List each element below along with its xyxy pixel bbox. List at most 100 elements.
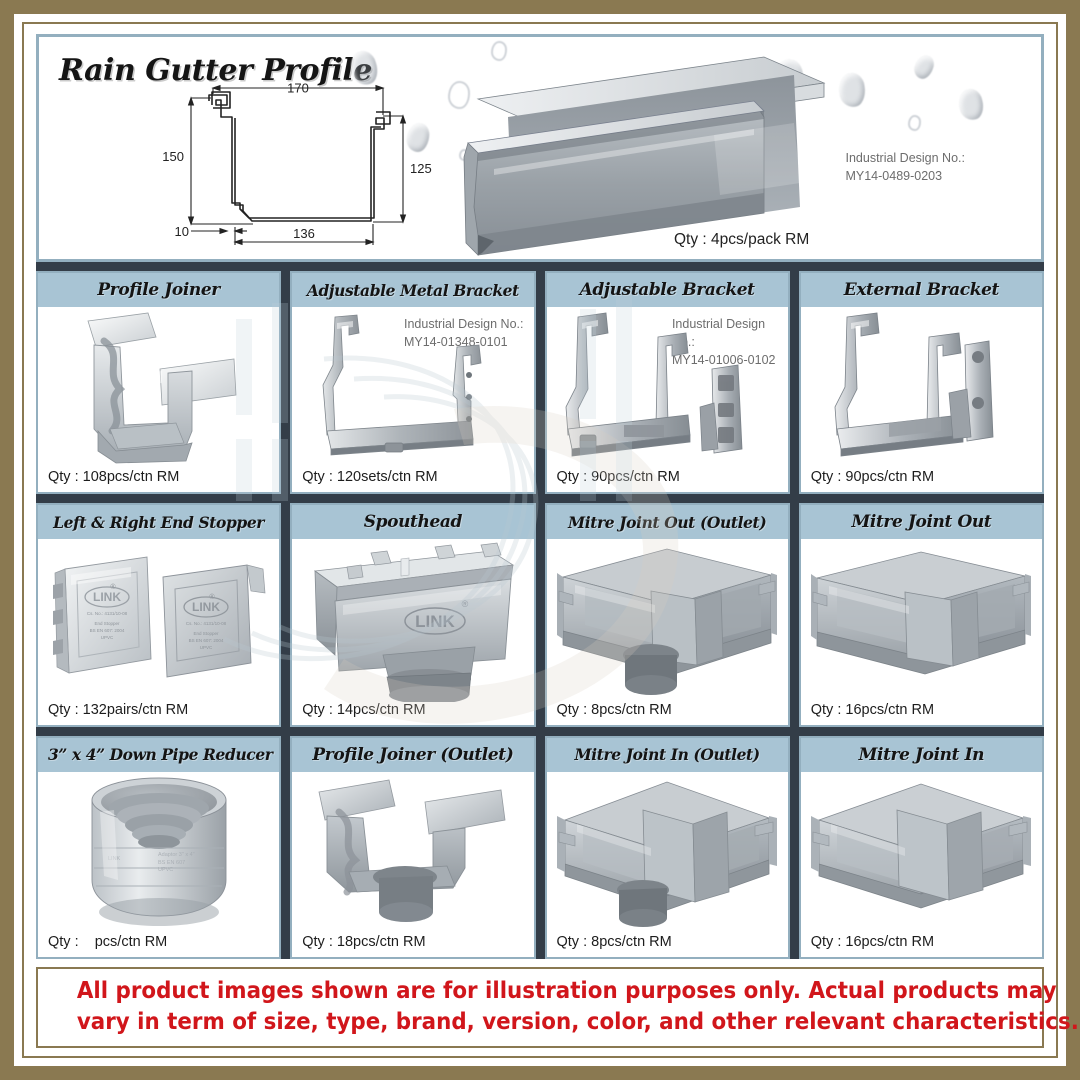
svg-text:LINK: LINK xyxy=(93,590,121,604)
svg-text:10: 10 xyxy=(175,224,189,239)
card-title: Left & Right End Stopper xyxy=(53,512,265,532)
card-header: Adjustable Bracket xyxy=(546,273,788,307)
water-droplet-icon xyxy=(448,81,470,109)
card-qty: Qty : 120sets/ctn RM xyxy=(302,469,438,486)
card-header: Mitre Joint Out xyxy=(800,505,1042,540)
card-header: Profile Joiner (Outlet) xyxy=(292,737,534,772)
column-separator xyxy=(789,271,799,495)
card-idno-label: Industrial Design No.: xyxy=(403,317,524,331)
product-card-end-stopper[interactable]: Left & Right End Stopper xyxy=(36,503,282,727)
product-image-metal-bracket xyxy=(292,307,533,469)
card-body xyxy=(547,772,788,934)
water-droplet-icon xyxy=(836,71,868,109)
product-card-profile-joiner-outlet[interactable]: Profile Joiner (Outlet) xyxy=(290,735,536,960)
product-image-pipe-reducer: LINK Adaptor 3" x 4" BS EN 607 UPVC xyxy=(38,772,279,934)
card-qty: Qty : 16pcs/ctn RM xyxy=(810,701,935,718)
product-card-mitre-joint-in-outlet[interactable]: Mitre Joint In (Outlet) xyxy=(544,735,790,960)
product-card-profile-joiner[interactable]: Profile Joiner xyxy=(36,271,282,495)
product-card-mitre-joint-in[interactable]: Mitre Joint In xyxy=(798,735,1044,960)
card-header: Mitre Joint Out (Outlet) xyxy=(546,505,788,540)
water-droplet-icon xyxy=(955,86,987,123)
row-separator-band xyxy=(36,494,1044,504)
column-separator xyxy=(281,735,291,960)
column-separator xyxy=(281,271,291,495)
product-image-adjustable-bracket xyxy=(547,307,788,469)
card-qty: Qty : pcs/ctn RM xyxy=(48,934,168,951)
svg-text:UPVC: UPVC xyxy=(101,635,114,640)
svg-text:125: 125 xyxy=(410,161,432,176)
card-qty: Qty : 8pcs/ctn RM xyxy=(556,934,672,951)
product-row-2: Left & Right End Stopper xyxy=(36,503,1044,727)
card-body: Industrial Design No.:MY14-01348-0101 xyxy=(292,307,533,469)
column-separator xyxy=(789,735,799,960)
column-separator xyxy=(535,735,545,960)
card-body: LINK Adaptor 3" x 4" BS EN 607 UPVC xyxy=(38,772,279,934)
product-image-spouthead: LINK ® xyxy=(292,539,533,702)
svg-text:LINK: LINK xyxy=(416,612,456,631)
product-card-external-bracket[interactable]: External Bracket xyxy=(798,271,1044,495)
svg-text:136: 136 xyxy=(293,226,315,241)
water-droplet-icon xyxy=(491,41,507,61)
card-header: Profile Joiner xyxy=(38,273,280,307)
row-separator-band xyxy=(36,726,1044,736)
card-title: Mitre Joint Out (Outlet) xyxy=(568,512,767,532)
card-body xyxy=(801,539,1042,701)
disclaimer-line-2: vary in term of size, type, brand, versi… xyxy=(76,1008,1079,1035)
svg-text:UPVC: UPVC xyxy=(200,645,213,650)
card-qty: Qty : 90pcs/ctn RM xyxy=(556,469,680,486)
disclaimer-line-1: All product images shown are for illustr… xyxy=(76,978,1057,1005)
card-idno-value: MY14-01006-0102 xyxy=(671,353,776,368)
water-droplet-icon xyxy=(911,52,937,82)
card-header: 3” x 4” Down Pipe Reducer xyxy=(38,737,280,772)
card-title: Mitre Joint In xyxy=(858,744,985,765)
svg-text:Cs. No.: 4131/10-08: Cs. No.: 4131/10-08 xyxy=(87,611,128,616)
product-card-spouthead[interactable]: Spouthead xyxy=(290,503,536,727)
product-row-3: 3” x 4” Down Pipe Reducer xyxy=(36,735,1044,960)
svg-text:End Stopper: End Stopper xyxy=(194,631,220,636)
column-separator xyxy=(281,503,291,727)
svg-text:®: ® xyxy=(210,593,216,601)
hero-qty: Qty : 4pcs/pack RM xyxy=(674,231,810,248)
frame-white-mat: Rain Gutter Profile xyxy=(14,14,1079,1066)
card-qty: Qty : 14pcs/ctn RM xyxy=(302,701,426,718)
svg-text:®: ® xyxy=(111,583,117,591)
product-image-profile-joiner xyxy=(38,307,279,469)
product-row-1: Profile Joiner xyxy=(36,271,1044,495)
product-card-adjustable-bracket[interactable]: Adjustable Bracket Industrial Design No.… xyxy=(544,271,790,495)
card-header: Spouthead xyxy=(292,505,534,540)
product-image-mitre-out xyxy=(801,539,1042,701)
product-card-mitre-joint-out[interactable]: Mitre Joint Out xyxy=(798,503,1044,727)
card-qty: Qty : 16pcs/ctn RM xyxy=(810,934,935,951)
product-image-mitre-in xyxy=(801,772,1042,934)
card-title: Mitre Joint In (Outlet) xyxy=(574,745,761,765)
card-body xyxy=(38,307,279,469)
card-header: Mitre Joint In (Outlet) xyxy=(546,737,788,772)
card-header: External Bracket xyxy=(800,273,1042,307)
svg-text:®: ® xyxy=(462,599,469,609)
hero-industrial-design-no: Industrial Design No.:MY14-0489-0203 xyxy=(845,149,965,185)
column-separator xyxy=(789,503,799,727)
card-qty: Qty : 8pcs/ctn RM xyxy=(556,701,672,718)
card-qty: Qty : 132pairs/ctn RM xyxy=(48,701,189,718)
card-title: Mitre Joint Out xyxy=(851,512,992,533)
card-body: Industrial Design No.:MY14-01006-0102 xyxy=(547,307,788,469)
hero-idno-label: Industrial Design No.: xyxy=(845,151,965,165)
row-separator-band xyxy=(36,262,1044,271)
svg-text:BS EN 607: 2004: BS EN 607: 2004 xyxy=(90,628,125,633)
card-title: Profile Joiner (Outlet) xyxy=(312,744,514,765)
page-title: Rain Gutter Profile xyxy=(59,53,372,88)
card-title: Adjustable Bracket xyxy=(579,280,755,300)
product-image-end-stopper: LINK ® Cs. No.: 4131/10-08 End Stopper B… xyxy=(38,539,279,701)
card-body: LINK ® Cs. No.: 4131/10-08 End Stopper B… xyxy=(38,539,279,701)
card-industrial-design-no: Industrial Design No.:MY14-01348-0101 xyxy=(404,315,524,351)
product-card-adjustable-metal-bracket[interactable]: Adjustable Metal Bracket Industrial Desi… xyxy=(290,271,536,495)
product-card-down-pipe-reducer[interactable]: 3” x 4” Down Pipe Reducer xyxy=(36,735,282,960)
product-image-mitre-in-outlet xyxy=(547,772,788,934)
hero-panel: Rain Gutter Profile xyxy=(36,34,1044,262)
product-card-mitre-joint-out-outlet[interactable]: Mitre Joint Out (Outlet) xyxy=(544,503,790,727)
card-title: Profile Joiner xyxy=(97,280,220,300)
product-image-external-bracket xyxy=(801,307,1042,469)
product-image-joiner-outlet xyxy=(292,772,533,934)
card-qty: Qty : 90pcs/ctn RM xyxy=(810,469,935,486)
